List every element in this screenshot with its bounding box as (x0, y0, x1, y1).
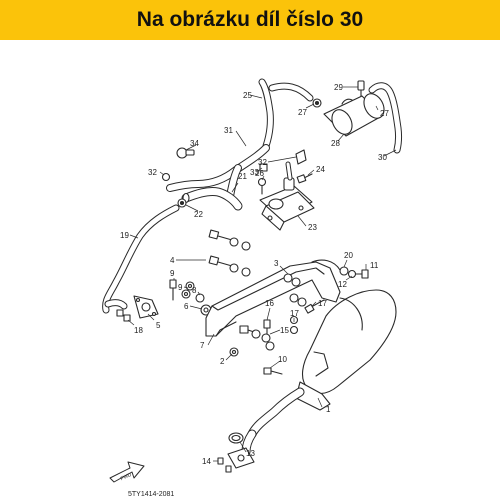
callout-22: 22 (194, 210, 203, 219)
part-fitting-33 (259, 163, 268, 172)
callout-7: 15 (280, 326, 289, 335)
callout-25: 25 (243, 91, 252, 100)
part-nuts-14 (217, 457, 232, 473)
leader-lines (127, 86, 397, 462)
part-bolt-7 (239, 325, 275, 351)
callout-19: 19 (120, 231, 129, 240)
callout-2: 7 (200, 341, 205, 350)
part-clip-32b (295, 149, 307, 165)
callout-23: 23 (308, 223, 317, 232)
part-tube-30 (368, 82, 403, 154)
banner-title: Na obrázku díl číslo 30 (136, 8, 364, 31)
part-valve-23 (259, 161, 315, 231)
callout-28: 28 (331, 139, 340, 148)
callout-12: 20 (344, 251, 353, 260)
part-bolt-17b (263, 367, 283, 375)
part-clip-27a (312, 98, 322, 108)
part-canister-28 (323, 93, 385, 137)
callout-5: 6 (184, 302, 189, 311)
part-gasket-13 (228, 432, 244, 444)
callout-26: 26 (255, 169, 264, 178)
part-clip-22 (177, 198, 187, 208)
callout-9b: 11 (370, 261, 379, 270)
callout-15: 17 (290, 309, 299, 318)
callout-16: 16 (265, 299, 274, 308)
part-protector-2 (205, 259, 341, 337)
callout-24: 24 (316, 165, 325, 174)
callout-13: 13 (246, 449, 255, 458)
exploded-parts-diagram: 25 29 27 27 31 34 28 30 32 32 33 26 24 2… (102, 78, 403, 483)
callout-27b: 27 (380, 109, 389, 118)
callout-9a: 9 (170, 269, 175, 278)
part-clip-32a (161, 172, 171, 182)
part-hose-19 (102, 204, 180, 314)
callout-17a: 17 (318, 299, 327, 308)
part-washers-row (229, 237, 251, 277)
callout-8: 9 (178, 283, 183, 292)
callout-27a: 27 (298, 108, 307, 117)
part-nut-12 (339, 266, 349, 276)
part-bolt-9b (355, 269, 369, 279)
callout-6: 8 (192, 286, 197, 295)
part-bolt-4 (208, 229, 233, 267)
part-bolt-17a (304, 299, 325, 314)
callout-18: 5 (156, 321, 161, 330)
callout-33: 33 (250, 168, 259, 177)
callout-31: 31 (224, 126, 233, 135)
part-screw-24 (296, 173, 313, 184)
callout-29: 29 (334, 83, 343, 92)
callout-17b: 10 (278, 355, 287, 364)
part-muffler-1 (227, 289, 397, 469)
callout-11: 12 (338, 280, 347, 289)
part-bolt-20 (116, 309, 131, 322)
callout-21: 21 (238, 172, 247, 181)
part-screw-29 (357, 80, 365, 99)
part-hose-25 (258, 78, 314, 150)
part-bolt-9a (169, 279, 177, 301)
part-flange-18 (133, 295, 159, 319)
document-code: 5TY1414-2081 (128, 491, 175, 498)
callout-34: 34 (190, 139, 199, 148)
callout-10: 2 (220, 357, 225, 366)
callout-1: 1 (326, 405, 331, 414)
callout-4: 4 (170, 256, 175, 265)
part-clamp-34 (176, 147, 195, 159)
callout-32a: 32 (148, 168, 157, 177)
part-hose-21 (181, 187, 243, 211)
callout-32b: 32 (258, 158, 267, 167)
part-washer-6 (195, 293, 205, 303)
callout-30: 30 (378, 153, 387, 162)
callout-14: 14 (202, 457, 211, 466)
title-banner: Na obrázku díl číslo 30 (0, 0, 500, 40)
callout-3: 3 (274, 259, 279, 268)
part-washer-11 (347, 269, 357, 279)
fwd-label: FWD (120, 472, 133, 482)
fwd-arrow-icon (109, 461, 145, 483)
part-fitting-26 (257, 177, 267, 195)
callout-20: 18 (134, 326, 143, 335)
callout-labels: 25 29 27 27 31 34 28 30 32 32 33 26 24 2… (120, 83, 389, 466)
